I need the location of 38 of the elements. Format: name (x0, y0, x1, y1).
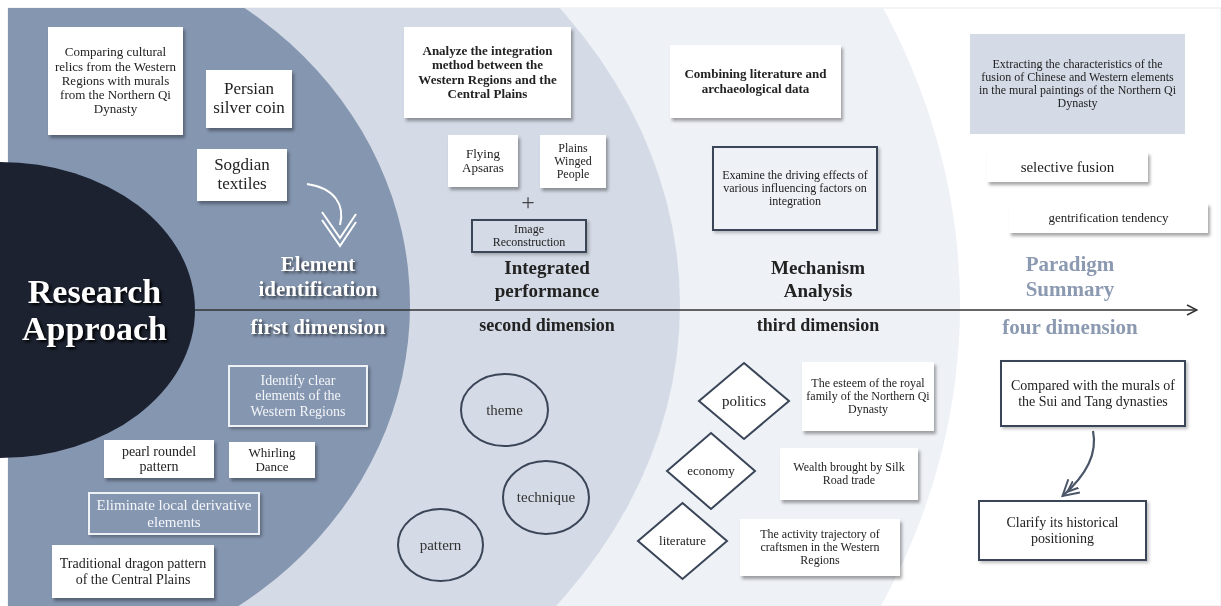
text-box: Analyze the integration method between the Western Regions and the Central Plains (404, 27, 571, 118)
ellipse-node: technique (502, 460, 590, 535)
heading: Mechanism Analysis (770, 257, 866, 303)
heading: Element identification (257, 252, 379, 303)
text-box: pearl roundel pattern (104, 440, 214, 478)
dimension-label: second dimension (478, 315, 616, 337)
heading: Paradigm Summary (1024, 252, 1116, 303)
text-box: Plains Winged People (540, 135, 606, 188)
text-box: Wealth brought by Silk Road trade (780, 448, 918, 500)
text-box: Whirling Dance (229, 442, 315, 478)
text-box: Flying Apsaras (448, 135, 518, 187)
ellipse-node: pattern (397, 508, 484, 582)
outlined-box: Identify clear elements of the Western Regions (228, 365, 368, 427)
text-box: gentrification tendency (1009, 203, 1208, 233)
text-box: Combining literature and archaeological data (670, 45, 841, 118)
outlined-box: Clarify its historical positioning (978, 500, 1147, 561)
heading: Integrated performance (493, 257, 601, 303)
dimension-label: third dimension (755, 315, 881, 337)
plus-sign: + (520, 188, 536, 217)
dimension-label: four dimension (1001, 315, 1139, 341)
outlined-box: Examine the driving effects of various influencing factors on integration (712, 146, 878, 231)
text-box: Traditional dragon pattern of the Central Plains (52, 545, 214, 598)
text-box: Sogdian textiles (197, 149, 287, 201)
diamond-node: economy (666, 432, 756, 510)
text-box: Extracting the characteristics of the fusion of Chinese and Western elements in the mural paintings of the Northern Qi Dynasty (970, 34, 1185, 134)
ellipse-node: theme (460, 373, 549, 447)
text-box: Comparing cultural relics from the Western Regions with murals from the Northern Qi Dynasty (48, 27, 183, 135)
arrow (194, 304, 1198, 316)
outlined-box: Compared with the murals of the Sui and Tang dynasties (1000, 360, 1186, 427)
diamond-node: literature (637, 502, 728, 580)
text-box: Persian silver coin (206, 70, 292, 128)
outlined-box: Eliminate local derivative elements (88, 492, 260, 535)
outlined-box: Image Reconstruction (471, 219, 587, 253)
text-box: The esteem of the royal family of the Northern Qi Dynasty (802, 362, 934, 431)
text-box: The activity trajectory of craftsmen in the Western Regions (740, 519, 900, 576)
diamond-node: politics (698, 362, 790, 440)
text-box: selective fusion (987, 152, 1148, 182)
dimension-label: first dimension (249, 315, 387, 341)
